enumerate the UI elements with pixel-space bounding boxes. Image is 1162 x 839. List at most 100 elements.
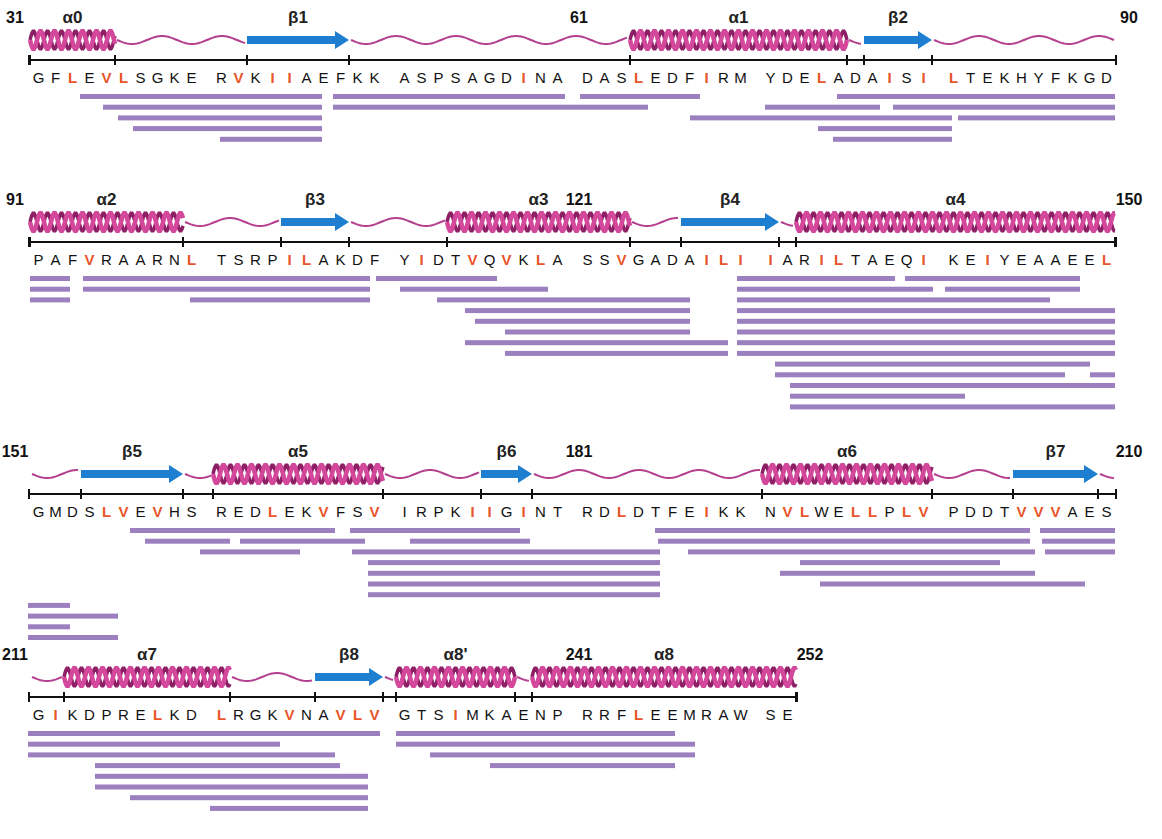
tick-mark	[846, 55, 848, 65]
residue: P	[430, 69, 447, 87]
residue: Q	[898, 251, 915, 269]
axis-line	[28, 59, 1117, 61]
residue: G	[30, 503, 47, 521]
peptide-bar	[1090, 372, 1115, 377]
residue: W	[732, 706, 749, 724]
strand-label: β6	[497, 442, 517, 462]
residue: V	[230, 69, 247, 87]
helix-back	[762, 465, 932, 483]
residue: E	[1013, 251, 1030, 269]
residue: E	[647, 706, 664, 724]
helix-back	[396, 668, 515, 686]
residue: D	[779, 69, 796, 87]
residue: R	[247, 251, 264, 269]
residue: F	[366, 251, 383, 269]
residue: F	[332, 503, 349, 521]
sequence-block: RDLDTFEIKK	[579, 503, 749, 521]
residue: S	[349, 503, 366, 521]
peptide-bar	[893, 105, 1115, 110]
tick-mark	[446, 237, 448, 247]
residue: A	[1064, 503, 1081, 521]
residue: V	[1030, 503, 1047, 521]
tick-mark	[382, 692, 384, 702]
residue: A	[681, 251, 698, 269]
residue: D	[430, 251, 447, 269]
tick-mark	[796, 692, 798, 702]
tick-mark	[514, 692, 516, 702]
residue: S	[447, 69, 464, 87]
peptide-bar	[765, 105, 880, 110]
residue: E	[183, 69, 200, 87]
residue: R	[115, 706, 132, 724]
residue: K	[447, 503, 464, 521]
residue: I	[464, 503, 481, 521]
peptide-bar	[30, 276, 70, 281]
peptide-bar	[145, 539, 230, 544]
coil-line	[32, 470, 78, 478]
residue: D	[847, 69, 864, 87]
tick-mark	[1097, 489, 1099, 499]
residue: I	[47, 706, 64, 724]
residue: R	[715, 69, 732, 87]
residue: A	[779, 251, 796, 269]
helix-back	[630, 31, 847, 49]
residue: K	[166, 69, 183, 87]
residue-number: 241	[566, 646, 593, 664]
residue: R	[213, 503, 230, 521]
strand-arrow	[1013, 465, 1098, 483]
residue: E	[1081, 503, 1098, 521]
residue: Y	[1030, 69, 1047, 87]
sequence-block: GFLEVLSGKE	[30, 69, 200, 87]
residue: Y	[996, 251, 1013, 269]
sequence-block: GMDSLVEVHS	[30, 503, 200, 521]
residue: R	[698, 706, 715, 724]
tick-mark	[348, 237, 350, 247]
residue: V	[779, 503, 796, 521]
peptide-bar	[737, 319, 1115, 324]
sequence-block: IARILTAEQI	[762, 251, 932, 269]
residue: K	[349, 69, 366, 87]
peptide-bar	[818, 126, 952, 131]
residue: M	[464, 706, 481, 724]
residue: W	[813, 503, 830, 521]
residue: N	[298, 706, 315, 724]
residue: G	[630, 251, 647, 269]
peptide-bar	[352, 549, 660, 554]
residue-number: 61	[570, 9, 588, 27]
residue: H	[1013, 69, 1030, 87]
residue: I	[281, 251, 298, 269]
residue: E	[830, 503, 847, 521]
residue: E	[81, 69, 98, 87]
helix-label: α7	[137, 645, 157, 665]
sequence-block: YDELADAISI	[762, 69, 932, 87]
residue: R	[596, 706, 613, 724]
tick-mark	[229, 692, 231, 702]
coil-line	[934, 470, 1010, 478]
residue: M	[732, 69, 749, 87]
residue: P	[881, 503, 898, 521]
residue: A	[549, 251, 566, 269]
peptide-bar	[800, 560, 1000, 565]
residue: I	[698, 503, 715, 521]
peptide-bar	[737, 276, 895, 281]
residue: E	[1081, 251, 1098, 269]
peptide-bar	[83, 287, 370, 292]
residue: E	[664, 706, 681, 724]
tick-mark	[1115, 237, 1117, 247]
residue: E	[1064, 251, 1081, 269]
residue: E	[315, 69, 332, 87]
residue: D	[498, 69, 515, 87]
tick-mark	[280, 237, 282, 247]
residue: A	[1047, 251, 1064, 269]
tick-mark	[1115, 489, 1117, 499]
peptide-bar	[210, 806, 368, 811]
residue: G	[498, 503, 515, 521]
residue: E	[962, 251, 979, 269]
residue: D	[579, 69, 596, 87]
strand-arrow	[681, 213, 779, 231]
peptide-bar	[1042, 539, 1115, 544]
peptide-bar	[240, 539, 365, 544]
coil-line	[185, 218, 279, 226]
residue: Y	[396, 251, 413, 269]
tick-mark	[212, 489, 214, 499]
